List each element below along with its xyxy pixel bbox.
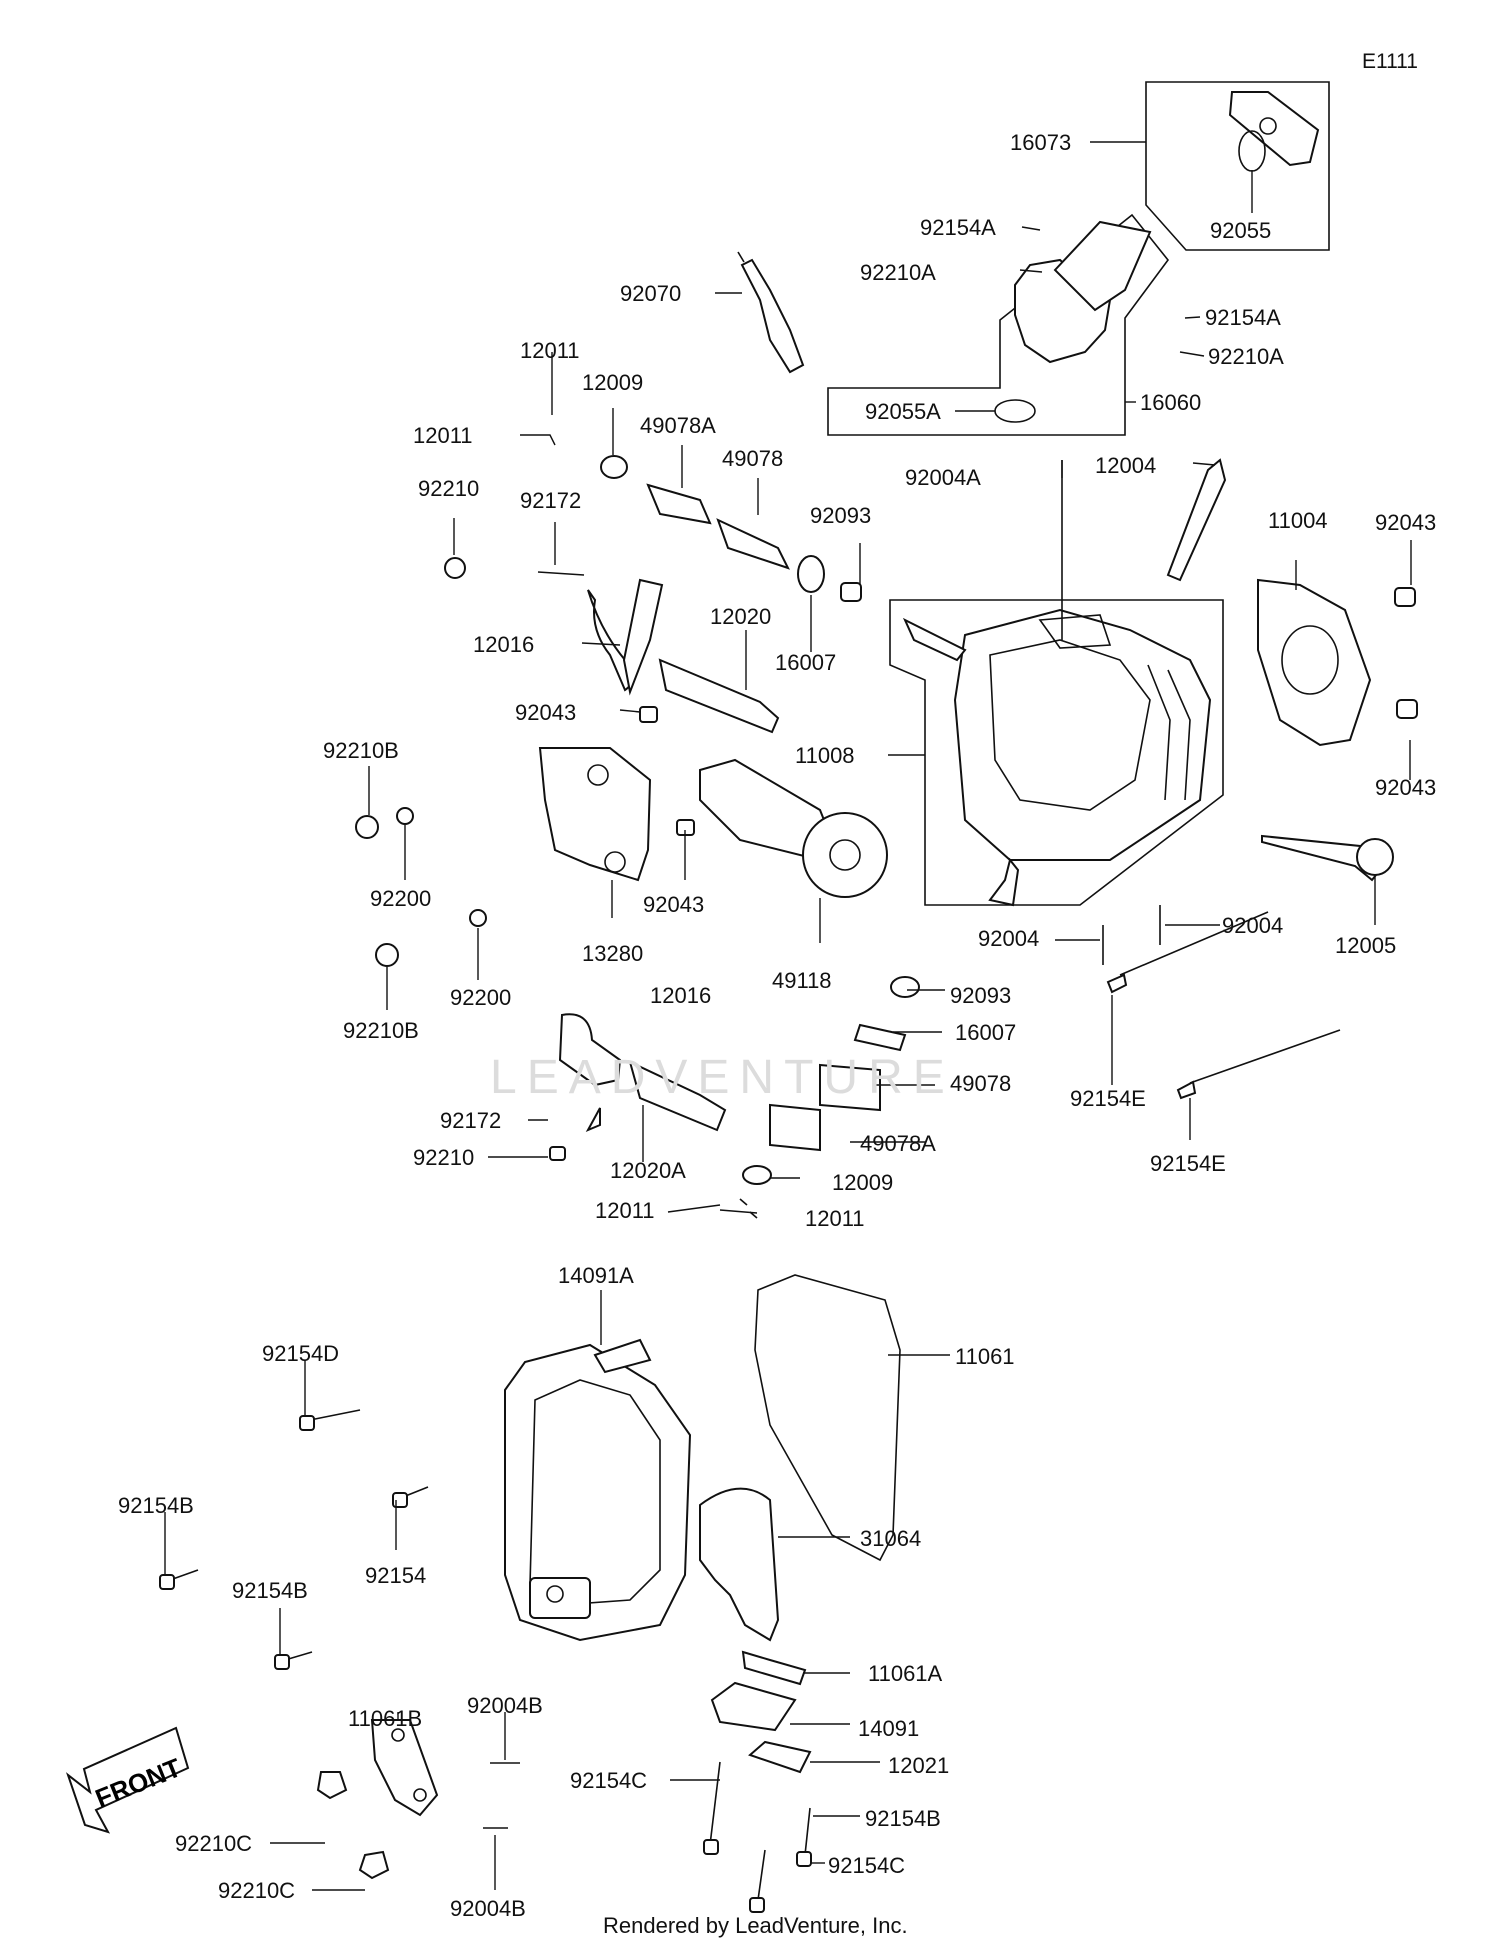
part-label-92154c[interactable]: 92154C [570, 1768, 648, 1793]
part-label-49078[interactable]: 49078 [950, 1071, 1012, 1096]
group-frames [827, 81, 1330, 906]
part-label-92210[interactable]: 92210 [413, 1145, 475, 1170]
part-label-11004[interactable]: 11004 [1268, 508, 1328, 533]
part-label-11061b[interactable]: 11061B [348, 1706, 423, 1731]
part-label-92210c[interactable]: 92210C [175, 1831, 253, 1856]
part-label-11061[interactable]: 11061 [955, 1344, 1015, 1369]
part-label-92172[interactable]: 92172 [440, 1108, 502, 1133]
part-label-16007[interactable]: 16007 [955, 1020, 1017, 1045]
part-label-31064[interactable]: 31064 [860, 1526, 922, 1551]
stud-bolts [1102, 905, 1341, 1100]
part-label-92154a[interactable]: 92154A [1205, 305, 1281, 330]
part-label-92004b[interactable]: 92004B [467, 1693, 543, 1718]
part-label-92154c[interactable]: 92154C [828, 1853, 906, 1878]
part-label-92004[interactable]: 92004 [1222, 913, 1284, 938]
part-label-14091[interactable]: 14091 [858, 1716, 920, 1741]
cylinder-head-cover [504, 1338, 692, 1642]
part-label-92200[interactable]: 92200 [450, 985, 512, 1010]
figure-code: E1111 [1361, 50, 1418, 73]
credit-line: Rendered by LeadVenture, Inc. [603, 1913, 908, 1938]
part-label-92210b[interactable]: 92210B [323, 738, 399, 763]
part-label-92043[interactable]: 92043 [643, 892, 705, 917]
part-label-92210b[interactable]: 92210B [343, 1018, 419, 1043]
part-label-49078a[interactable]: 49078A [860, 1131, 936, 1156]
lower-valve-train-parts [549, 857, 1020, 1219]
part-label-92154b[interactable]: 92154B [232, 1578, 308, 1603]
part-label-92154e[interactable]: 92154E [1150, 1151, 1226, 1176]
part-label-92154b[interactable]: 92154B [118, 1493, 194, 1518]
part-label-92210a[interactable]: 92210A [860, 260, 936, 285]
part-label-12020[interactable]: 12020 [710, 604, 772, 629]
part-label-12011[interactable]: 12011 [805, 1206, 865, 1231]
part-label-12016[interactable]: 12016 [650, 983, 712, 1008]
part-label-92093[interactable]: 92093 [950, 983, 1012, 1008]
rocker-holder-and-camshaft [355, 747, 888, 967]
part-label-13280[interactable]: 13280 [582, 941, 644, 966]
breather-parts [699, 1487, 812, 1774]
part-label-92154[interactable]: 92154 [365, 1563, 427, 1588]
part-label-92210c[interactable]: 92210C [218, 1878, 296, 1903]
part-label-92200[interactable]: 92200 [370, 886, 432, 911]
cover-gasket [754, 1274, 901, 1562]
part-label-92210[interactable]: 92210 [418, 476, 480, 501]
part-label-92154d[interactable]: 92154D [262, 1341, 340, 1366]
part-label-16073[interactable]: 16073 [1010, 130, 1072, 155]
part-label-11061a[interactable]: 11061A [868, 1661, 943, 1686]
front-direction-arrow: FRONT [65, 1726, 190, 1834]
part-label-49078[interactable]: 49078 [722, 446, 784, 471]
part-label-14091a[interactable]: 14091A [558, 1263, 634, 1288]
part-label-12020a[interactable]: 12020A [610, 1158, 686, 1183]
part-label-12016[interactable]: 12016 [473, 632, 535, 657]
part-label-92154a[interactable]: 92154A [920, 215, 996, 240]
watermark: LEADVENTURE [490, 1051, 955, 1104]
part-label-92055[interactable]: 92055 [1210, 218, 1272, 243]
part-label-12021[interactable]: 12021 [888, 1753, 950, 1778]
valve-and-gasket-parts [1061, 458, 1418, 882]
part-label-11008[interactable]: 11008 [795, 743, 855, 768]
part-label-12005[interactable]: 12005 [1335, 933, 1397, 958]
cover-bolts [159, 1409, 812, 1913]
part-label-16060[interactable]: 16060 [1140, 390, 1202, 415]
part-label-92093[interactable]: 92093 [810, 503, 872, 528]
part-label-92055a[interactable]: 92055A [865, 399, 941, 424]
part-label-49118[interactable]: 49118 [772, 968, 832, 993]
part-label-92154b[interactable]: 92154B [865, 1806, 941, 1831]
leader-lines [164, 141, 1412, 1891]
part-label-12011[interactable]: 12011 [520, 338, 580, 363]
cylinder-head-part [902, 608, 1212, 861]
spark-plug-part [737, 251, 805, 374]
part-label-12009[interactable]: 12009 [582, 370, 644, 395]
part-label-49078a[interactable]: 49078A [640, 413, 716, 438]
part-label-92004a[interactable]: 92004A [905, 465, 981, 490]
part-label-92210a[interactable]: 92210A [1208, 344, 1284, 369]
part-label-12009[interactable]: 12009 [832, 1170, 894, 1195]
part-label-92172[interactable]: 92172 [520, 488, 582, 513]
part-label-92043[interactable]: 92043 [1375, 775, 1437, 800]
part-label-16007[interactable]: 16007 [775, 650, 837, 675]
part-label-12004[interactable]: 12004 [1095, 453, 1157, 478]
part-label-92154e[interactable]: 92154E [1070, 1086, 1146, 1111]
part-label-92004b[interactable]: 92004B [450, 1896, 526, 1921]
part-label-12011[interactable]: 12011 [413, 423, 473, 448]
part-label-92043[interactable]: 92043 [1375, 510, 1437, 535]
part-label-92004[interactable]: 92004 [978, 926, 1040, 951]
part-label-12011[interactable]: 12011 [595, 1198, 655, 1223]
part-label-92070[interactable]: 92070 [620, 281, 682, 306]
upper-valve-train-parts [444, 455, 862, 734]
part-label-92043[interactable]: 92043 [515, 700, 577, 725]
